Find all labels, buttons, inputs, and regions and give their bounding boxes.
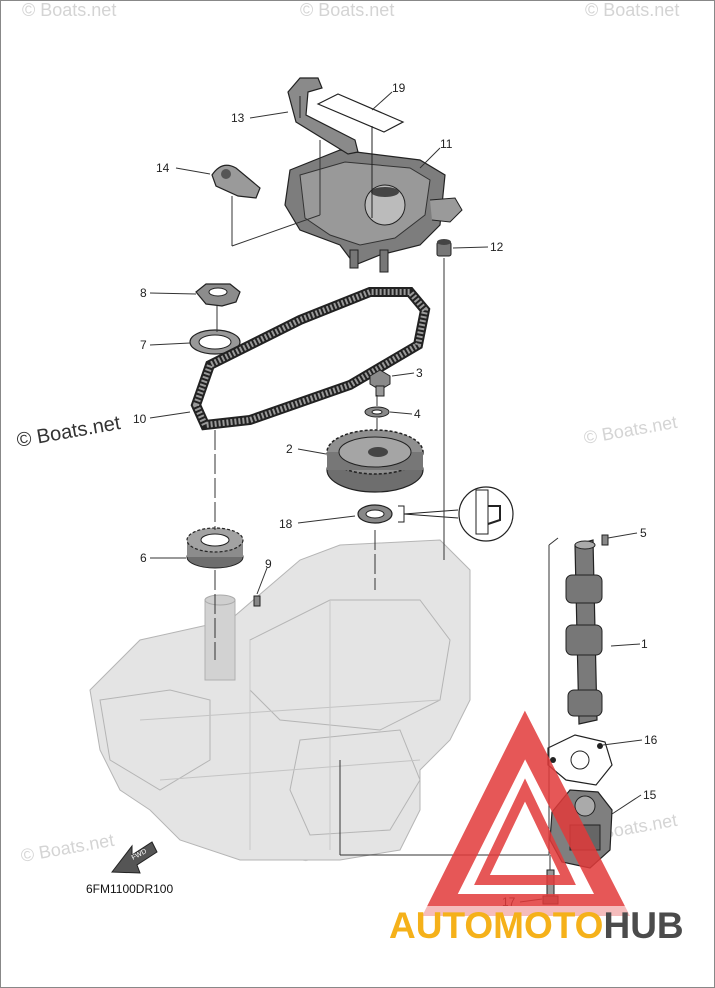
callout-9: 9 (265, 557, 272, 571)
callout-14: 14 (156, 161, 170, 175)
brand-text: AUTOMOTOHUB (389, 905, 684, 946)
washer-part-4 (364, 406, 390, 418)
seal-detail-inset (403, 486, 514, 542)
callout-1: 1 (641, 637, 648, 651)
callout-15: 15 (643, 788, 657, 802)
automotohub-logo (422, 710, 630, 916)
bolt-part-3 (369, 369, 391, 397)
watermark-top-center: © Boats.net (300, 0, 394, 20)
key-part-9 (253, 595, 261, 607)
oil-seal-part-18 (357, 504, 405, 524)
callout-18: 18 (279, 517, 293, 531)
label-plate-part-19 (316, 93, 405, 218)
nut-part-8 (195, 283, 241, 307)
gasket-strip-part-13 (287, 77, 359, 155)
watermark-top-right: © Boats.net (585, 0, 679, 20)
callout-4: 4 (414, 407, 421, 421)
watermark-top-left: © Boats.net (22, 0, 116, 20)
timing-belt-part-10 (190, 287, 431, 431)
callout-6: 6 (140, 551, 147, 565)
callout-16: 16 (644, 733, 658, 747)
logo-triangle-outer (422, 710, 630, 916)
callout-12: 12 (490, 240, 504, 254)
callout-19: 19 (392, 81, 406, 95)
callout-8: 8 (140, 286, 147, 300)
assembly-lines (214, 140, 559, 870)
collar-part-12 (436, 239, 452, 257)
callout-3: 3 (416, 366, 423, 380)
callout-5: 5 (640, 526, 647, 540)
belt-cover-part-11 (284, 149, 463, 273)
camshaft-part-1 (565, 539, 603, 725)
crank-pulley-part-6 (186, 527, 244, 569)
callout-13: 13 (231, 111, 245, 125)
logo-triangle-inner (474, 778, 576, 885)
grommet-part-14 (211, 164, 261, 199)
automotohub-wordmark: AUTOMOTOHUB (388, 905, 710, 946)
pin-part-5 (601, 534, 609, 546)
callout-7: 7 (140, 338, 147, 352)
callout-2: 2 (286, 442, 293, 456)
cam-pulley-part-2 (326, 429, 424, 493)
callout-10: 10 (133, 412, 147, 426)
washer-part-7 (189, 329, 241, 355)
engine-block (89, 539, 471, 861)
diagram-code: 6FM1100DR100 (86, 882, 173, 896)
callout-11: 11 (440, 137, 453, 151)
